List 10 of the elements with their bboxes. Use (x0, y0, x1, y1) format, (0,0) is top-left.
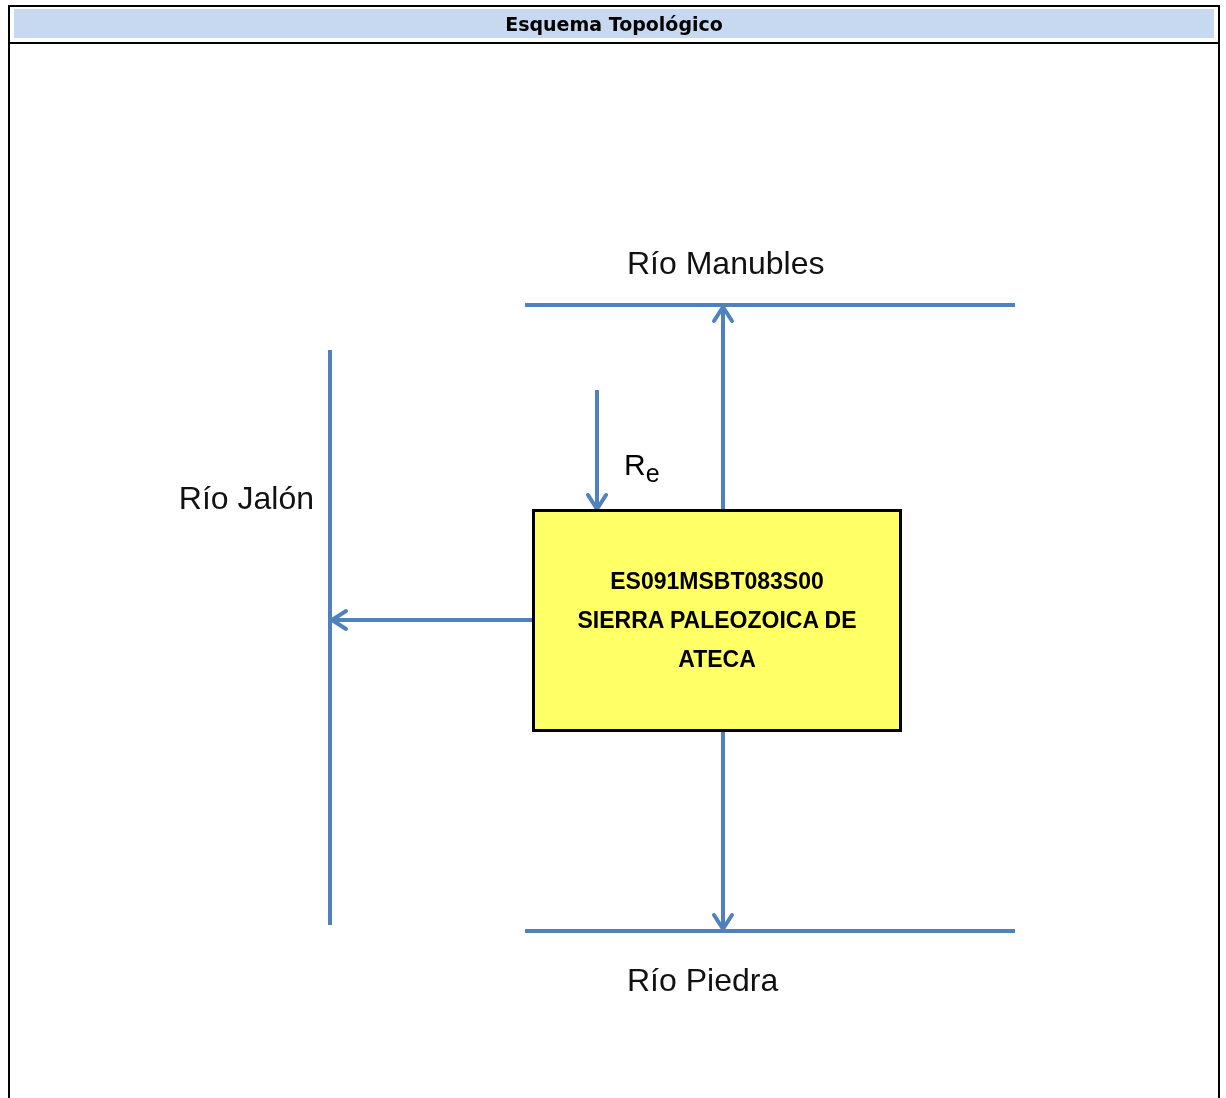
river-name: Río Jalón (178, 480, 314, 517)
flow-arrow (712, 305, 734, 509)
river-name: Río Manubles (627, 245, 825, 282)
aquifer-name: ES091MSBT083S00 SIERRA PALEOZOICA DE ATECA (576, 567, 858, 674)
flow-arrow (330, 609, 532, 631)
aquifer-box (532, 509, 902, 732)
title: Esquema Topológico (505, 12, 723, 35)
flow-arrow (586, 390, 608, 511)
flow-arrow (712, 732, 734, 931)
river-name: Río Piedra (627, 962, 779, 999)
